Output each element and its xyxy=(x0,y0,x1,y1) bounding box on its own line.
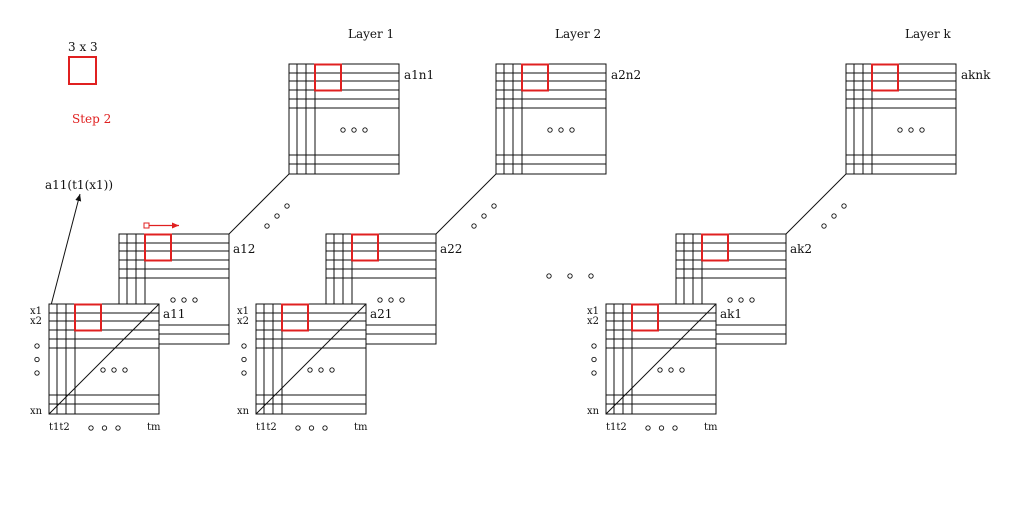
col-ellipsis xyxy=(645,425,678,431)
col-ellipsis xyxy=(88,425,121,431)
back-feature-map xyxy=(495,63,607,175)
back-feature-map xyxy=(845,63,957,175)
row-label-x2: x2 xyxy=(237,316,249,327)
grid-ellipsis xyxy=(897,127,925,133)
kernel-window xyxy=(314,63,342,92)
row-label-xn: xn xyxy=(587,406,600,417)
back-feature-map xyxy=(288,63,400,175)
kernel-legend-box xyxy=(68,56,97,85)
kernel-size-label: 3 x 3 xyxy=(68,40,98,54)
grid-ellipsis xyxy=(100,367,128,373)
kernel-window xyxy=(351,233,379,262)
col-label-tm: tm xyxy=(147,422,161,433)
back-map-label: a2n2 xyxy=(611,68,641,82)
row-ellipsis xyxy=(591,343,597,376)
front-map-label: a11 xyxy=(163,307,185,321)
layer-title: Layer 2 xyxy=(555,27,601,41)
kernel-window xyxy=(631,303,659,332)
step-label: Step 2 xyxy=(72,112,111,126)
row-label-x1: x1 xyxy=(237,306,249,317)
col-ellipsis xyxy=(295,425,328,431)
col-labels-t1t2: t1t2 xyxy=(606,422,627,433)
grid-ellipsis xyxy=(547,127,575,133)
depth-connector-overlay xyxy=(605,303,717,415)
front-map-label: a21 xyxy=(370,307,392,321)
depth-ellipsis xyxy=(821,203,847,229)
col-label-tm: tm xyxy=(354,422,368,433)
middle-map-label: a12 xyxy=(233,242,255,256)
step-origin-square xyxy=(143,222,150,229)
grid-ellipsis xyxy=(377,297,405,303)
kernel-window xyxy=(521,63,549,92)
row-ellipsis xyxy=(241,343,247,376)
middle-map-label: a22 xyxy=(440,242,462,256)
pointer-arrow xyxy=(48,193,82,314)
grid-ellipsis xyxy=(170,297,198,303)
row-label-xn: xn xyxy=(30,406,43,417)
back-map-label: a1n1 xyxy=(404,68,434,82)
kernel-window xyxy=(701,233,729,262)
back-map-label: aknk xyxy=(961,68,991,82)
layer-title: Layer 1 xyxy=(348,27,394,41)
row-label-xn: xn xyxy=(237,406,250,417)
front-map-label: ak1 xyxy=(720,307,742,321)
grid-ellipsis xyxy=(340,127,368,133)
depth-ellipsis xyxy=(264,203,290,229)
depth-connector-overlay xyxy=(48,303,160,415)
kernel-window xyxy=(871,63,899,92)
row-label-x1: x1 xyxy=(30,306,42,317)
grid-ellipsis xyxy=(657,367,685,373)
row-ellipsis xyxy=(34,343,40,376)
kernel-window xyxy=(281,303,309,332)
pointer-label: a11(t1(x1)) xyxy=(45,178,113,192)
grid-ellipsis xyxy=(307,367,335,373)
row-label-x2: x2 xyxy=(587,316,599,327)
depth-ellipsis xyxy=(471,203,497,229)
middle-map-label: ak2 xyxy=(790,242,812,256)
between-layer-ellipsis xyxy=(546,273,594,279)
col-labels-t1t2: t1t2 xyxy=(256,422,277,433)
row-label-x1: x1 xyxy=(587,306,599,317)
layer-title: Layer k xyxy=(905,27,952,41)
col-labels-t1t2: t1t2 xyxy=(49,422,70,433)
row-label-x2: x2 xyxy=(30,316,42,327)
grid-ellipsis xyxy=(727,297,755,303)
depth-connector-overlay xyxy=(255,303,367,415)
kernel-window xyxy=(144,233,172,262)
col-label-tm: tm xyxy=(704,422,718,433)
kernel-window xyxy=(74,303,102,332)
